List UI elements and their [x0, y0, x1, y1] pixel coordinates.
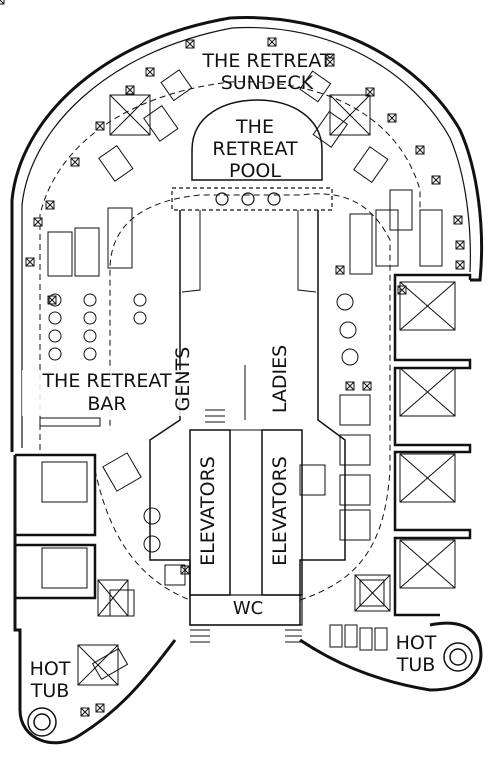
pool-jets: [215, 192, 281, 206]
sundeck-label-line-2: SUNDECK: [220, 72, 314, 94]
hot-tub-left-line-2: TUB: [30, 680, 70, 702]
elevators-right-label: ELEVATORS: [269, 456, 291, 566]
bar-label-line-1: THE RETREAT: [42, 370, 172, 392]
elevators-left-label: ELEVATORS: [197, 456, 219, 566]
loungers: [39, 69, 443, 680]
pool-label-line-2: RETREAT: [212, 138, 298, 160]
wc-room: [189, 594, 303, 626]
hull-lower-left: [13, 455, 177, 745]
hull-outline: [10, 15, 484, 452]
ladies-label: LADIES: [269, 344, 291, 414]
round-tables: [48, 293, 359, 553]
cabanas: [41, 94, 456, 686]
hot-tub-right-label: HOT TUB: [386, 632, 446, 676]
pool-label-line-1: THE: [236, 116, 274, 138]
hot-tub-right-line-2: TUB: [396, 654, 436, 676]
walkway-dashed: [39, 81, 421, 450]
stairs: [190, 409, 302, 643]
sundeck-label: THE RETREAT SUNDECK: [172, 50, 362, 94]
hull-outline-inner: [21, 26, 471, 448]
hull-left-steps: [15, 453, 97, 600]
pool-label-line-3: POOL: [229, 160, 281, 182]
hull-right-steps: [393, 273, 472, 617]
hull-lower-right: [299, 621, 483, 692]
hot-tub-right-line-1: HOT: [395, 632, 437, 654]
pool-label: THE RETREAT POOL: [200, 116, 310, 182]
wc-label: WC: [232, 598, 264, 619]
bar-label: THE RETREAT BAR: [22, 370, 192, 416]
hot-tubs: [27, 642, 473, 737]
pool-deck: [171, 187, 333, 211]
railing-markers: [0, 0, 465, 717]
sundeck-label-line-1: THE RETREAT: [202, 50, 332, 72]
hot-tub-left-line-1: HOT: [29, 658, 71, 680]
hot-tub-left-label: HOT TUB: [20, 658, 80, 702]
bar-label-line-2: BAR: [87, 393, 127, 415]
core-inner: [181, 210, 317, 431]
retreat-pool: [191, 99, 323, 181]
gents-label: GENTS: [172, 346, 194, 412]
